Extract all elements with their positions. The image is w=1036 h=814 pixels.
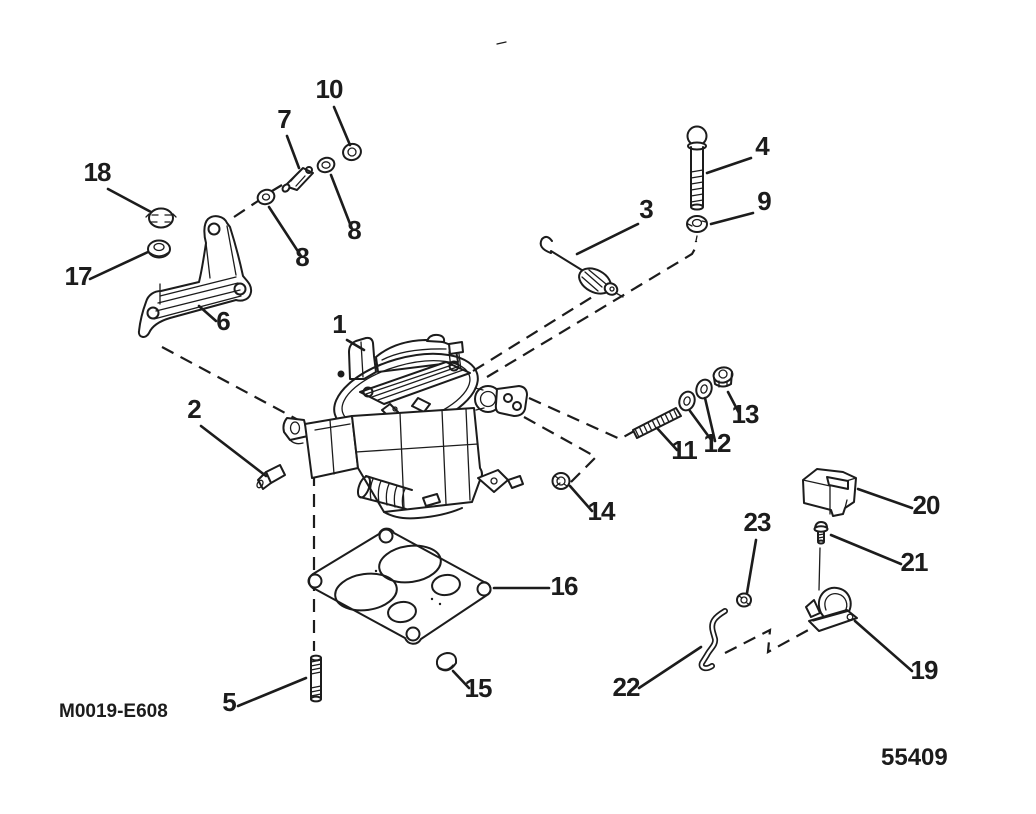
part-21-screw-illustration [813, 521, 829, 591]
part-15-plug-illustration [435, 652, 458, 672]
callout-15-leader [451, 669, 471, 690]
callout-13-leader [726, 390, 741, 415]
callout-1-leader [345, 338, 366, 352]
part-14-nut-illustration [551, 472, 571, 490]
callout-10-leader [332, 105, 352, 147]
part-6-bracket-illustration [137, 215, 253, 338]
callout-4-label: 4 [755, 131, 770, 161]
callout-22-leader [637, 645, 703, 690]
part-18-locknut-illustration [145, 207, 177, 229]
part-7-fitting-illustration [281, 166, 314, 193]
callout-3-label: 3 [639, 194, 653, 224]
assembly-dashed-lines [161, 41, 813, 654]
callout-2-label: 2 [187, 394, 201, 424]
callout-8a-leader [267, 205, 303, 258]
part-5-stud-illustration [310, 654, 322, 703]
part-3-spring-illustration [539, 235, 624, 298]
figure-number-text: 55409 [881, 744, 948, 771]
part-4-bolt-illustration [686, 125, 708, 242]
part-10-nut-illustration [342, 142, 362, 162]
callout-23-leader [745, 538, 758, 595]
part-8-washer-illustration [256, 156, 336, 206]
part-19-clamp-illustration [805, 586, 858, 632]
part-12-washer-illustration [678, 378, 713, 412]
callout-22-label: 22 [613, 672, 640, 702]
callout-4-leader [705, 156, 753, 175]
part-2-pin-illustration [256, 464, 286, 490]
callout-18-leader [106, 187, 153, 214]
callout-7-leader [285, 134, 301, 170]
dash-to-spring [472, 288, 606, 372]
callout-12-label: 12 [704, 428, 731, 458]
drawing-code-text: M0019-E608 [59, 701, 168, 722]
part-9-washer-illustration [686, 215, 708, 233]
callout-17-leader [88, 250, 150, 281]
callout-20-leader [856, 487, 914, 510]
callout-13-label: 13 [732, 399, 759, 429]
part-20-bracket-illustration [802, 468, 857, 517]
callout-19-leader [853, 619, 914, 673]
callout-10-label: 10 [316, 74, 343, 104]
callout-17-label: 17 [65, 261, 92, 291]
dash-bracket-to-carb [161, 346, 316, 430]
callout-6-leader [197, 304, 218, 323]
callout-21-label: 21 [901, 547, 928, 577]
part-22-rod-illustration [698, 608, 728, 672]
callout-19-label: 19 [911, 655, 938, 685]
callout-12-leader [688, 409, 714, 443]
part-1-carburetor-illustration [282, 333, 528, 520]
callout-8b-label: 8 [347, 215, 361, 245]
callout-5-leader [236, 676, 308, 708]
callout-9-label: 9 [757, 186, 771, 216]
callout-15-label: 15 [465, 673, 492, 703]
callout-7-label: 7 [277, 104, 291, 134]
callout-2-leader [199, 424, 268, 478]
callout-11-leader [655, 426, 679, 452]
callout-16-label: 16 [551, 571, 578, 601]
callout-21-leader [829, 533, 903, 566]
callout-11-label: 11 [671, 435, 697, 465]
callout-8b-leader [329, 173, 354, 231]
callout-1-label: 1 [332, 309, 346, 339]
dash-rod22-to-clamp [724, 627, 813, 654]
part-11-stud-illustration [632, 407, 682, 439]
callout-8a-label: 8 [295, 242, 309, 272]
callout-23-label: 23 [744, 507, 771, 537]
callout-3-leader [575, 222, 640, 256]
dash-to-stud11 [528, 396, 637, 441]
stray-dash-mark [496, 41, 507, 45]
callout-14-leader [568, 484, 594, 513]
callout-6-label: 6 [216, 306, 230, 336]
callout-18-label: 18 [84, 157, 111, 187]
callout-20-label: 20 [913, 490, 940, 520]
part-16-gasket-illustration [307, 527, 492, 645]
callout-14-label: 14 [588, 496, 616, 526]
part-17-washer-illustration [147, 239, 171, 259]
part-23-nut-illustration [736, 592, 752, 608]
dash-to-nut14 [523, 416, 598, 483]
callout-9-leader [709, 211, 755, 226]
dash-to-washer9 [486, 241, 698, 378]
dash-bracket-to-washer8 [233, 184, 283, 218]
part-13-nut-illustration [712, 366, 734, 388]
callout-5-label: 5 [222, 687, 236, 717]
callout-12-leader-1 [703, 396, 717, 443]
